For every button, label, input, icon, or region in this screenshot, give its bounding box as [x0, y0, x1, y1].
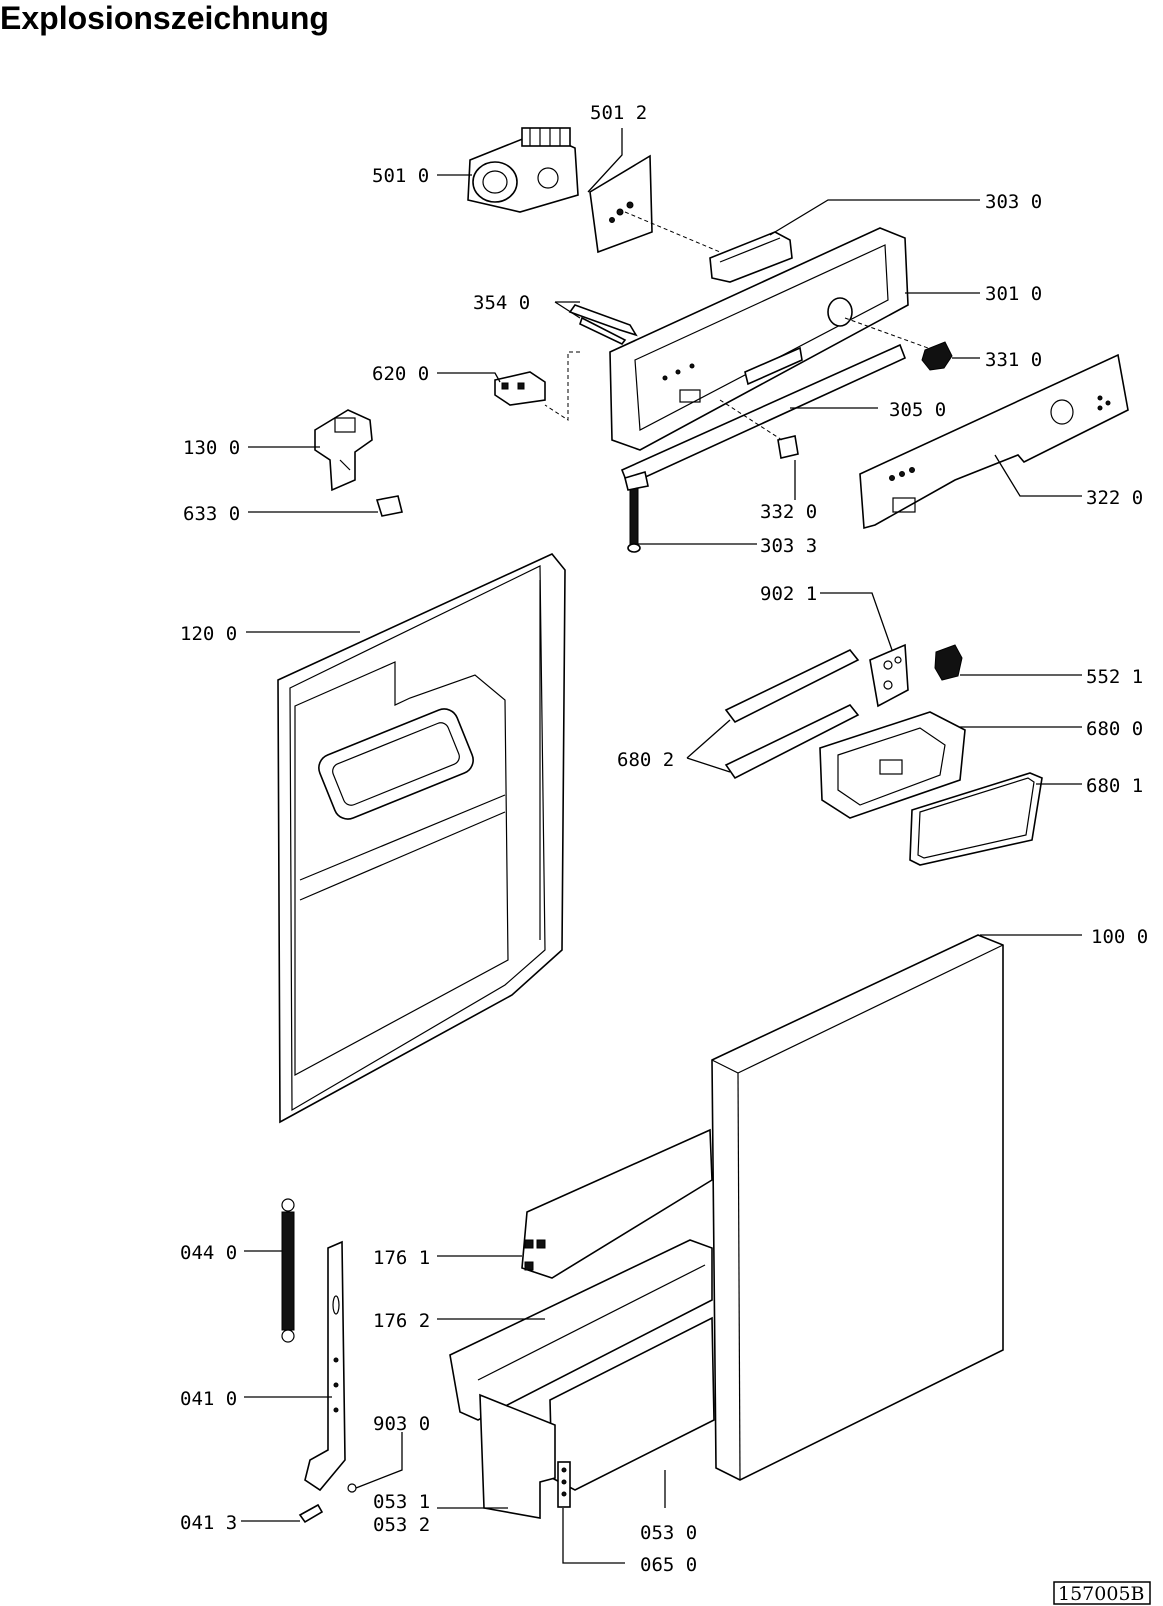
part-354-0-clips: [568, 304, 638, 346]
label-680-2: 680 2: [617, 749, 674, 771]
label-044-0: 044 0: [180, 1242, 237, 1264]
part-120-0-inner-door: [277, 553, 566, 1124]
label-305-0: 305 0: [889, 399, 946, 421]
label-100-0: 100 0: [1091, 926, 1148, 948]
label-680-0: 680 0: [1086, 718, 1143, 740]
label-620-0: 620 0: [372, 363, 429, 385]
label-331-0: 331 0: [985, 349, 1042, 371]
part-680-0-dispenser: [819, 711, 966, 819]
part-176-1-cover: [521, 1128, 713, 1279]
part-902-1-bracket: [869, 643, 909, 708]
label-053-2: 053 2: [373, 1514, 430, 1536]
label-501-0: 501 0: [372, 165, 429, 187]
label-053-0: 053 0: [640, 1522, 697, 1544]
label-041-3: 041 3: [180, 1512, 237, 1534]
part-305-0-bar: [620, 343, 907, 487]
label-354-0: 354 0: [473, 292, 530, 314]
part-322-0-fascia: [844, 317, 1129, 530]
page-title: Explosionszeichnung: [0, 0, 329, 36]
label-332-0: 332 0: [760, 501, 817, 523]
label-322-0: 322 0: [1086, 487, 1143, 509]
part-labels: 501 2 501 0 303 0 354 0 301 0 331 0 620 …: [180, 102, 1148, 1576]
part-053-panel: [479, 1393, 556, 1519]
label-303-3: 303 3: [760, 535, 817, 557]
label-552-1: 552 1: [1086, 666, 1143, 688]
label-130-0: 130 0: [183, 437, 240, 459]
label-176-1: 176 1: [373, 1247, 430, 1269]
label-902-1: 902 1: [760, 583, 817, 605]
part-301-0-control-panel: [609, 227, 909, 451]
part-620-0-switch: [494, 351, 580, 421]
part-633-0-block: [375, 495, 403, 517]
part-501-2-plate: [589, 154, 721, 254]
part-303-3-screw: [624, 470, 649, 553]
label-053-1: 053 1: [373, 1491, 430, 1513]
part-331-0-knob: [921, 341, 953, 371]
part-903-0-pin: [347, 1483, 357, 1493]
label-633-0: 633 0: [183, 503, 240, 525]
label-501-2: 501 2: [590, 102, 647, 124]
part-680-2-rails: [724, 649, 860, 780]
label-120-0: 120 0: [180, 623, 237, 645]
label-065-0: 065 0: [640, 1554, 697, 1576]
reference-number: 157005B: [1058, 1583, 1145, 1605]
label-680-1: 680 1: [1086, 775, 1143, 797]
part-100-0-door-panel: [711, 934, 1004, 1481]
label-903-0: 903 0: [373, 1413, 430, 1435]
part-041-3-screw: [298, 1503, 324, 1524]
label-303-0: 303 0: [985, 191, 1042, 213]
label-176-2: 176 2: [373, 1310, 430, 1332]
part-044-0-spring: [281, 1198, 295, 1343]
reference-box: 157005B: [1053, 1581, 1151, 1605]
part-552-1-switch: [934, 644, 963, 681]
part-501-0-timer: [467, 127, 579, 213]
part-332-0-button: [719, 399, 799, 459]
label-041-0: 041 0: [180, 1388, 237, 1410]
part-041-0-lever: [304, 1240, 346, 1492]
part-130-0-hinge: [314, 409, 373, 492]
leader-lines: [241, 128, 1082, 1564]
part-065-0-strip: [557, 1461, 571, 1508]
label-301-0: 301 0: [985, 283, 1042, 305]
part-680-1-seal: [909, 772, 1043, 866]
